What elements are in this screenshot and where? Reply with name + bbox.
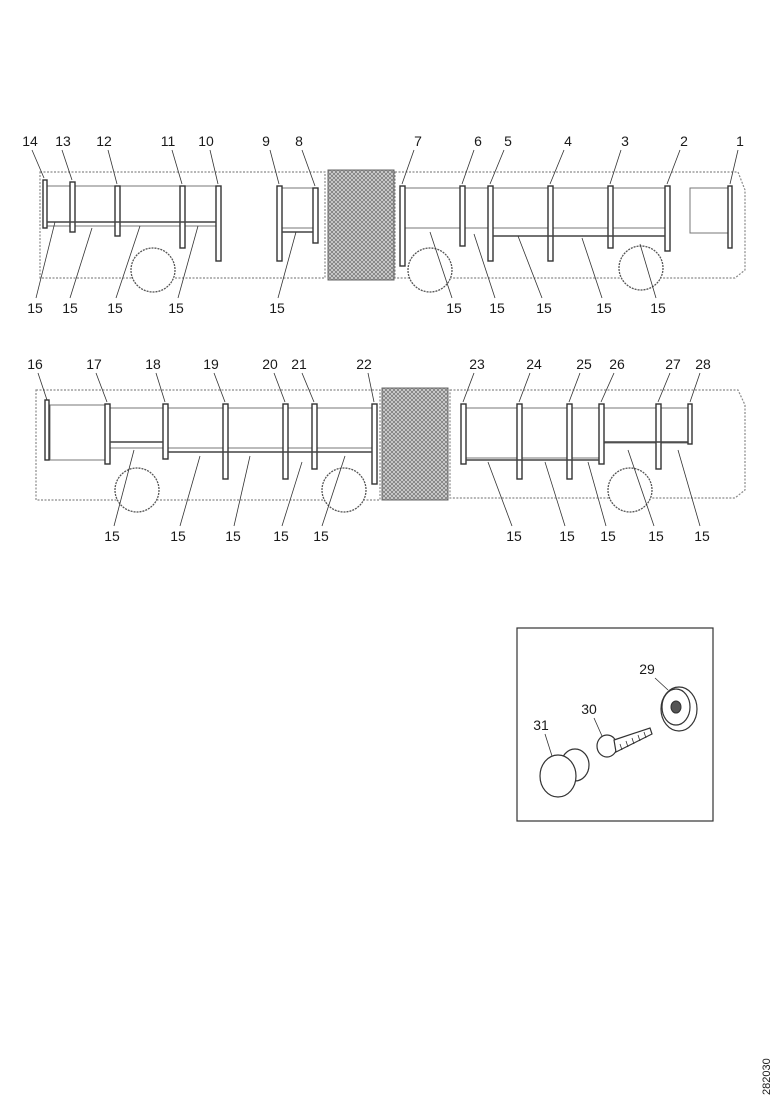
upper-callout-14: 14	[22, 133, 38, 149]
lower-bottom-callout: 15	[225, 528, 241, 544]
inset-callout-29: 29	[639, 661, 655, 677]
upper-top-callouts: 14 13 12 11 10 9 8 7 6 5 4 3 2 1	[22, 133, 744, 149]
lower-callout-26: 26	[609, 356, 625, 372]
lower-bus-outline	[35, 389, 381, 501]
upper-middle-wheel	[407, 247, 453, 293]
part-30-screw	[596, 727, 653, 758]
lower-callout-18: 18	[145, 356, 161, 372]
upper-callout-4: 4	[564, 133, 572, 149]
lower-callout-23: 23	[469, 356, 485, 372]
fastener-inset: 29 30 31	[516, 627, 714, 822]
lower-callout-21: 21	[291, 356, 307, 372]
lower-top-callouts: 16 17 18 19 20 21 22 23 24 25 26 27 28	[27, 356, 711, 372]
upper-callout-9: 9	[262, 133, 270, 149]
upper-bottom-callout: 15	[446, 300, 462, 316]
lower-bottom-callouts: 15 15 15 15 15 15 15 15 15 15 15	[104, 528, 710, 544]
lower-callout-24: 24	[526, 356, 542, 372]
upper-rear-wheel	[618, 245, 664, 291]
lower-bottom-callout: 15	[104, 528, 120, 544]
upper-callout-8: 8	[295, 133, 303, 149]
upper-top-leaders	[31, 149, 739, 187]
lower-bottom-leaders	[113, 449, 701, 527]
lower-bottom-callout: 15	[506, 528, 522, 544]
lower-callout-20: 20	[262, 356, 278, 372]
upper-bus-view: 14 13 12 11 10 9 8 7 6 5 4 3 2 1	[22, 133, 746, 316]
inset-callout-30: 30	[581, 701, 597, 717]
document-id: 282030	[761, 1058, 773, 1095]
lower-bottom-callout: 15	[600, 528, 616, 544]
lower-top-leaders	[37, 372, 701, 403]
upper-bus-articulation-bellows	[327, 169, 395, 281]
lower-bus-articulation-bellows	[381, 387, 449, 501]
upper-callout-11: 11	[161, 133, 176, 149]
upper-bottom-callout: 15	[107, 300, 123, 316]
lower-bus-view: 16 17 18 19 20 21 22 23 24 25 26 27 28	[27, 356, 746, 544]
lower-callout-25: 25	[576, 356, 592, 372]
upper-bottom-callout: 15	[596, 300, 612, 316]
upper-bus-outline	[39, 171, 326, 279]
upper-bus-outline-rear	[394, 171, 746, 279]
upper-window-segments	[44, 185, 731, 234]
lower-bottom-callout: 15	[559, 528, 575, 544]
lower-rails	[110, 441, 688, 461]
upper-bottom-callout: 15	[489, 300, 505, 316]
lower-rear-wheel	[607, 467, 653, 513]
lower-front-wheel	[114, 467, 160, 513]
lower-callout-22: 22	[356, 356, 372, 372]
lower-callout-16: 16	[27, 356, 43, 372]
lower-bus-outline-rear	[449, 389, 746, 499]
part-31-cap	[539, 748, 590, 798]
upper-callout-5: 5	[504, 133, 512, 149]
lower-bottom-callout: 15	[170, 528, 186, 544]
upper-callout-7: 7	[414, 133, 422, 149]
upper-front-wheel	[130, 247, 176, 293]
lower-bottom-callout: 15	[313, 528, 329, 544]
lower-callout-19: 19	[203, 356, 219, 372]
lower-middle-wheel	[321, 467, 367, 513]
upper-bottom-callout: 15	[269, 300, 285, 316]
upper-callout-10: 10	[198, 133, 214, 149]
upper-bottom-callout: 15	[168, 300, 184, 316]
upper-bottom-callout: 15	[62, 300, 78, 316]
upper-bottom-callout: 15	[27, 300, 43, 316]
upper-callout-3: 3	[621, 133, 629, 149]
upper-callout-2: 2	[680, 133, 688, 149]
upper-bottom-callouts: 15 15 15 15 15 15 15 15 15 15	[27, 300, 666, 316]
upper-bottom-callout: 15	[650, 300, 666, 316]
lower-bottom-callout: 15	[648, 528, 664, 544]
lower-callout-28: 28	[695, 356, 711, 372]
upper-callout-6: 6	[474, 133, 482, 149]
lower-callout-27: 27	[665, 356, 681, 372]
upper-rails	[47, 221, 665, 237]
lower-callout-17: 17	[86, 356, 102, 372]
upper-callout-12: 12	[96, 133, 112, 149]
upper-bottom-callout: 15	[536, 300, 552, 316]
inset-callout-31: 31	[533, 717, 549, 733]
upper-bottom-leaders	[35, 221, 657, 299]
upper-callout-1: 1	[736, 133, 744, 149]
lower-dividers	[44, 399, 693, 485]
lower-bottom-callout: 15	[273, 528, 289, 544]
part-29-washer	[660, 686, 698, 732]
upper-callout-13: 13	[55, 133, 71, 149]
upper-dividers	[42, 179, 733, 267]
lower-bottom-callout: 15	[694, 528, 710, 544]
